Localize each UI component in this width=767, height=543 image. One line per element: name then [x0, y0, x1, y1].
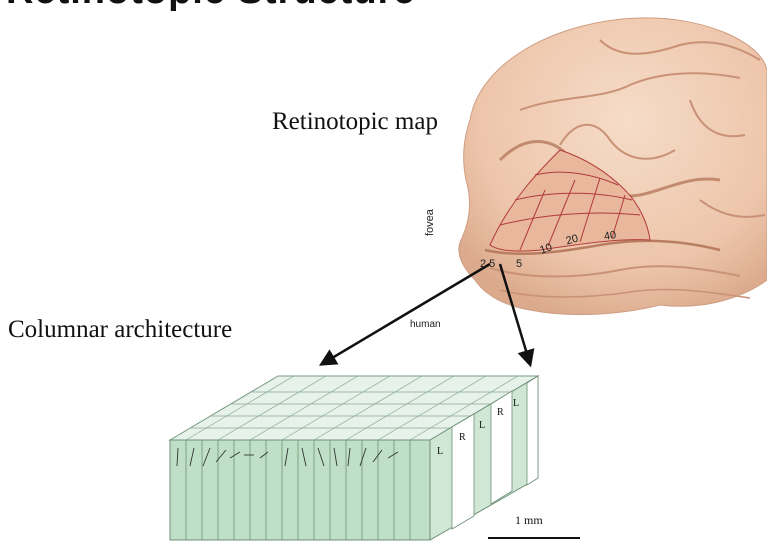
eccentricity-label: 5 [516, 258, 522, 270]
eccentricity-label: 40 [603, 229, 617, 243]
ocular-dominance-label: R [497, 407, 504, 418]
ocular-dominance-label: L [437, 446, 443, 457]
arrow-left [322, 264, 490, 364]
scale-bar-label: 1 mm [515, 513, 543, 528]
ocular-dominance-label: L [513, 398, 519, 409]
ocular-dominance-label: L [479, 420, 485, 431]
fovea-label: fovea [424, 209, 436, 236]
columnar-block [170, 376, 538, 540]
columnar-architecture-label: Columnar architecture [8, 316, 232, 344]
brain-illustration [459, 18, 767, 315]
human-label: human [410, 319, 441, 330]
retinotopic-map-label: Retinotopic map [272, 108, 438, 136]
ocular-dominance-label: R [459, 432, 466, 443]
eccentricity-label: 2.5 [480, 258, 495, 270]
